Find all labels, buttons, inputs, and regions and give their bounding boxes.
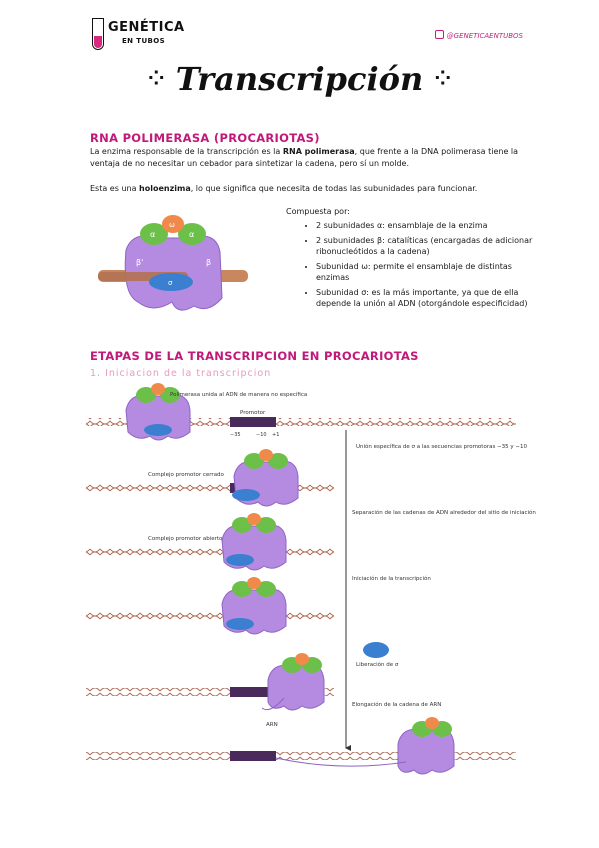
instagram-text: @GENETICAENTUBOS — [446, 32, 523, 40]
alpha-label-2: α — [189, 230, 194, 239]
composition-title: Compuesta por: — [286, 207, 350, 216]
sigma-label: σ — [168, 279, 173, 287]
beta-prime-label: β' — [136, 258, 143, 267]
decor-dots-icon: ⁘ — [147, 66, 165, 90]
logo-subtitle: EN TUBOS — [122, 37, 166, 45]
label-step-sigma-binding: Unión específica de σ a las secuencias p… — [356, 443, 528, 450]
section-heading-rna-polymerase: RNA POLIMERASA (PROCARIOTAS) — [90, 131, 320, 145]
promoter-box — [230, 687, 276, 697]
polymerase-initiation — [221, 577, 287, 635]
dna-strand-4 — [86, 612, 334, 620]
polymerase-nonspecific — [125, 383, 191, 441]
polymerase-closed — [232, 449, 299, 507]
list-item: 2 subunidades α: ensamblaje de la enzima — [316, 220, 536, 232]
list-item: 2 subunidades β: catalíticas (encargadas… — [316, 235, 536, 258]
released-sigma — [363, 642, 389, 658]
dna-strand-6 — [86, 752, 516, 760]
alpha-label-1: α — [150, 230, 155, 239]
instagram-icon — [434, 30, 444, 39]
list-item: Subunidad σ: es la más importante, ya qu… — [316, 287, 536, 310]
section-heading-stages: ETAPAS DE LA TRANSCRIPCION EN PROCARIOTA… — [90, 349, 419, 363]
promoter-box — [230, 417, 276, 427]
test-tube-icon — [92, 18, 104, 50]
label-open-complex: Complejo promotor abierto — [148, 536, 223, 542]
label-plus1: +1 — [272, 432, 279, 438]
dna-strand-3 — [86, 548, 334, 556]
polymerase-elongation-1 — [261, 653, 325, 711]
dna-strand-5 — [86, 688, 334, 696]
logo-title: GENÉTICA — [108, 20, 185, 35]
label-step-sigma-release: Liberación de σ — [356, 661, 399, 668]
label-step-elongation: Elongación de la cadena de ARN — [352, 701, 441, 708]
promoter-box — [230, 751, 276, 761]
label-rna: ARN — [266, 722, 278, 728]
omega-label: ω — [169, 221, 175, 229]
beta-label: β — [206, 258, 211, 267]
initiation-diagram: Polimerasa unida al ADN de manera no esp… — [86, 383, 536, 775]
omega-subunit — [162, 215, 184, 233]
polymerase-elongation-2 — [275, 717, 455, 775]
decor-dots-icon: ⁘ — [434, 66, 452, 90]
paragraph-rna-polymerase: La enzima responsable de la transcripció… — [90, 147, 519, 168]
polymerase-open — [221, 513, 287, 571]
dna-strand-2 — [86, 484, 334, 492]
page-title: ⁘ Transcripción ⁘ — [0, 60, 599, 98]
label-minus35: −35 — [230, 432, 241, 438]
list-item: Subunidad ω: permite el ensamblaje de di… — [316, 261, 536, 284]
logo: GENÉTICA EN TUBOS — [92, 18, 212, 52]
alpha-subunit-1 — [140, 223, 168, 245]
sigma-subunit — [149, 273, 193, 291]
label-nonspecific: Polimerasa unida al ADN de manera no esp… — [170, 391, 307, 398]
page-title-text: Transcripción — [175, 60, 424, 98]
dna-strand-1 — [86, 418, 516, 426]
instagram-handle[interactable]: @GENETICAENTUBOS — [434, 30, 523, 40]
alpha-subunit-2 — [178, 223, 206, 245]
rna-polymerase-figure: α α ω β' β σ — [98, 215, 248, 311]
label-step-separation: Separación de las cadenas de ADN alreded… — [352, 509, 536, 516]
paragraph-holoenzyme: Esta es una holoenzima, lo que significa… — [90, 184, 478, 193]
label-minus10: −10 — [256, 432, 267, 438]
label-promoter: Promotor — [240, 410, 266, 416]
subheading-initiation: 1. Iniciacion de la transcripcion — [90, 368, 272, 379]
composition-list: 2 subunidades α: ensamblaje de la enzima… — [302, 220, 536, 313]
label-step-initiation: Iniciación de la transcripción — [352, 575, 431, 582]
label-closed-complex: Complejo promotor cerrado — [148, 472, 225, 478]
